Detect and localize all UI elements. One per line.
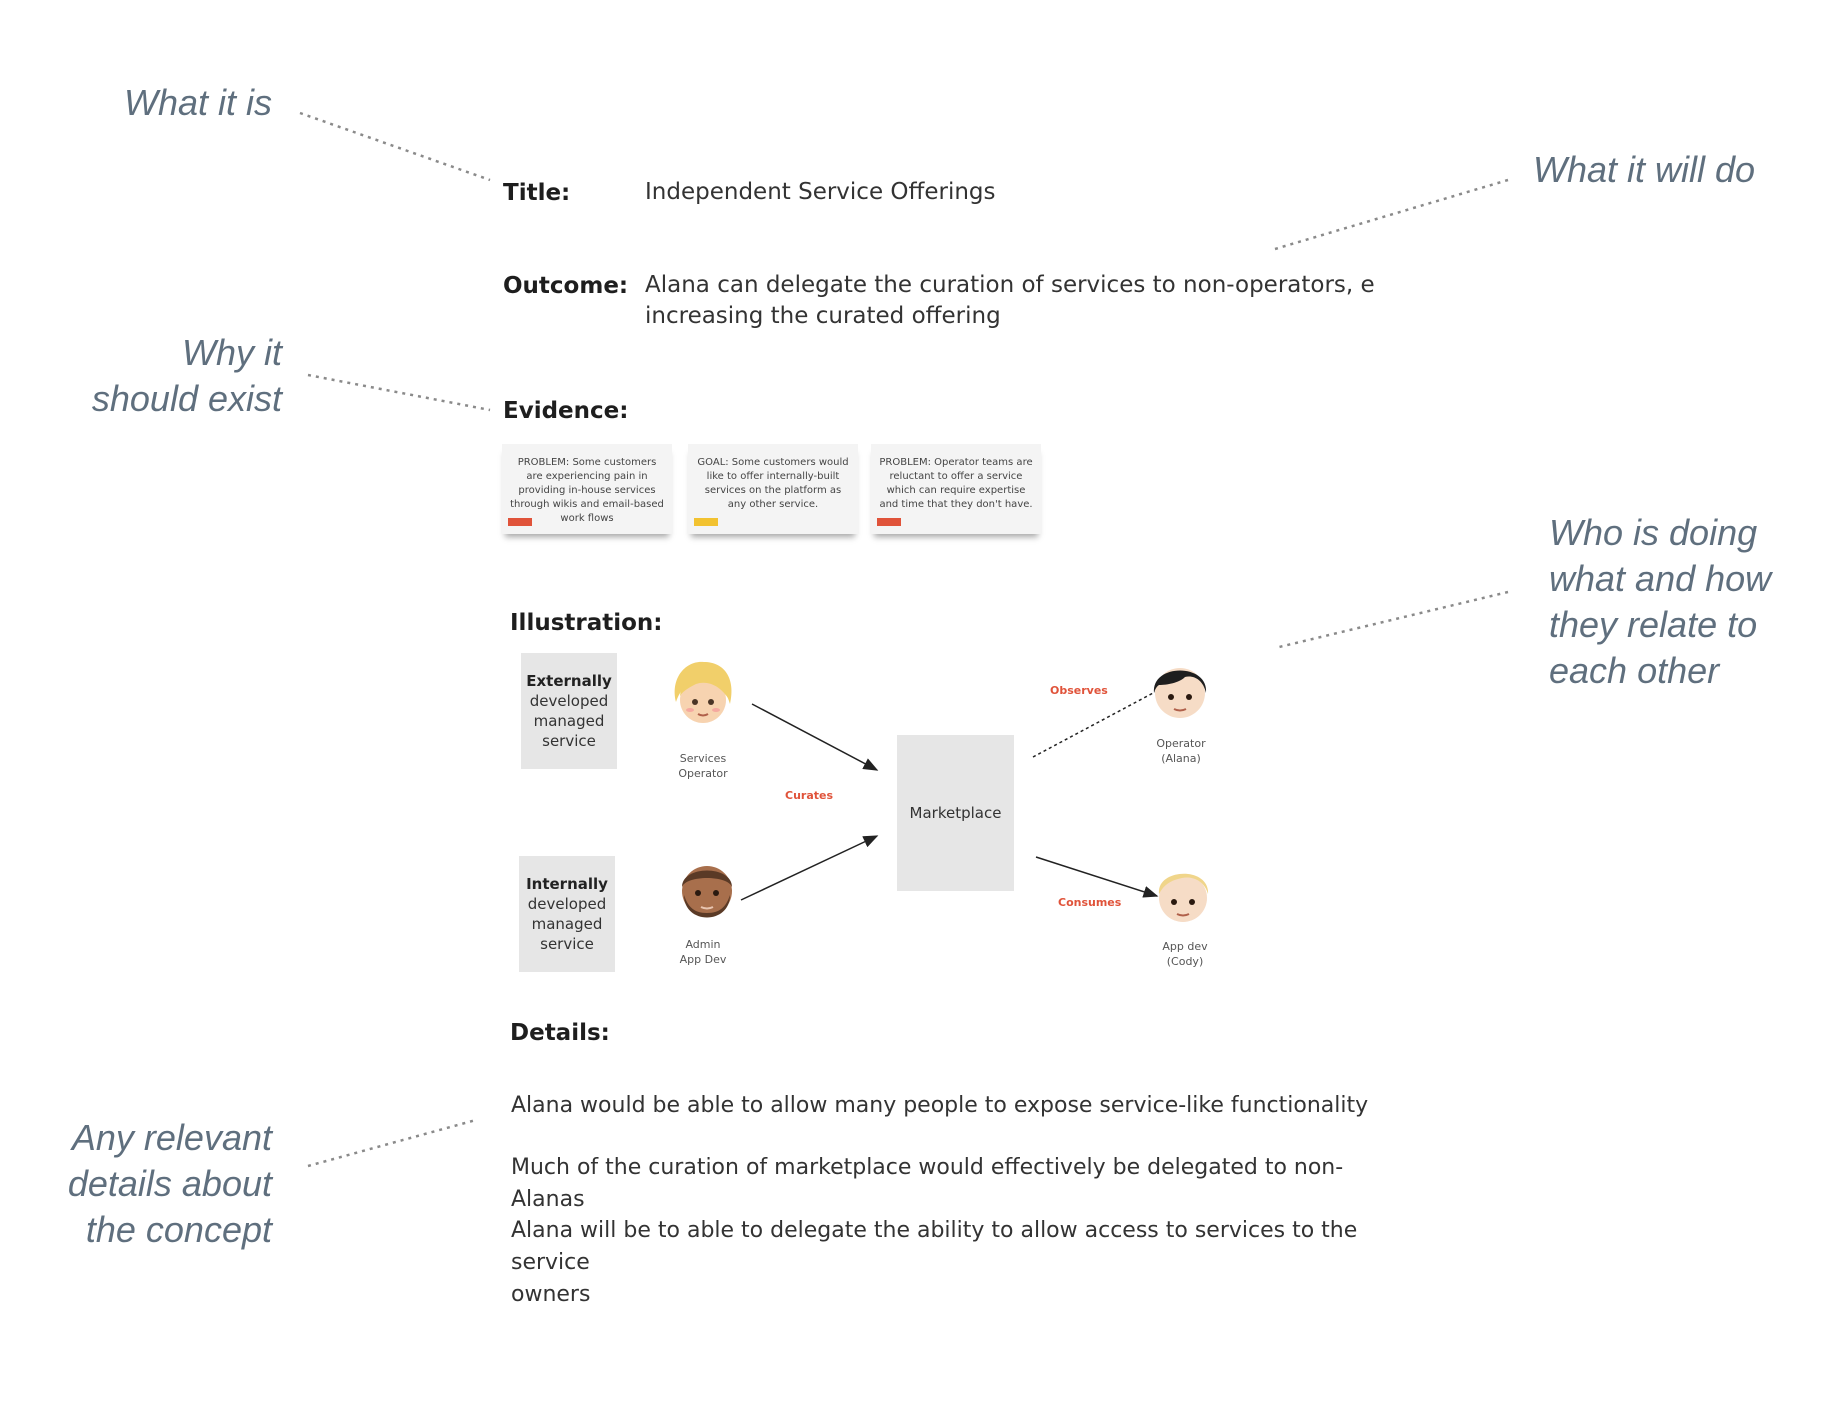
annotation-details-line-2: details about xyxy=(67,1163,272,1204)
arrow-admin-to-marketplace xyxy=(740,835,879,901)
relation-consumes: Consumes xyxy=(1058,896,1122,909)
connector-why-it-should-exist xyxy=(307,373,491,412)
evidence-sticky-text: PROBLEM: Some customers are experiencing… xyxy=(510,457,664,524)
outcome-label: Outcome: xyxy=(503,273,629,299)
details-item-3-line-2: owners xyxy=(511,1282,591,1307)
admin-app-dev-label: Admin App Dev xyxy=(653,937,753,967)
evidence-sticky-text: GOAL: Some customers would like to offer… xyxy=(697,457,849,510)
annotation-why-line-2: should exist xyxy=(91,378,282,419)
operator-alana-label: Operator (Alana) xyxy=(1131,736,1231,766)
internal-box-bold: Internally xyxy=(526,875,608,893)
operator-alana-line-1: Operator xyxy=(1156,737,1206,750)
marketplace-label: Marketplace xyxy=(909,804,1002,822)
connector-what-it-will-do xyxy=(1274,178,1509,251)
annotation-details-line-1: Any relevant xyxy=(71,1117,272,1158)
details-label: Details: xyxy=(510,1020,610,1046)
relation-curates: Curates xyxy=(785,789,834,802)
services-operator-label: Services Operator xyxy=(653,751,753,781)
services-operator-line-2: Operator xyxy=(678,767,728,780)
external-box-rest: developed managed service xyxy=(529,692,609,750)
details-item-3: Alana will be to able to delegate the ab… xyxy=(511,1215,1411,1311)
admin-app-dev-line-2: App Dev xyxy=(679,953,727,966)
evidence-tag-red xyxy=(508,518,532,526)
annotation-who-line-1: Who is doing xyxy=(1549,512,1758,553)
connector-details xyxy=(307,1118,477,1168)
annotation-who-line-3: they relate to xyxy=(1549,604,1758,645)
app-dev-cody-line-2: (Cody) xyxy=(1166,955,1204,968)
annotation-why-it-should-exist: Why it should exist xyxy=(92,330,282,422)
operator-alana-avatar-icon xyxy=(1153,668,1207,718)
annotation-who-line-4: each other xyxy=(1549,650,1720,691)
title-value: Independent Service Offerings xyxy=(645,179,996,205)
annotation-who-line-2: what and how xyxy=(1549,558,1772,599)
services-operator-avatar-icon xyxy=(674,661,732,723)
evidence-sticky-1: PROBLEM: Some customers are experiencing… xyxy=(502,444,672,534)
operator-alana-line-2: (Alana) xyxy=(1161,752,1201,765)
annotation-details-line-3: the concept xyxy=(85,1209,272,1250)
marketplace-box: Marketplace xyxy=(897,735,1014,891)
external-box-bold: Externally xyxy=(526,672,612,690)
evidence-sticky-3: PROBLEM: Operator teams are reluctant to… xyxy=(871,444,1041,534)
evidence-label: Evidence: xyxy=(503,398,629,424)
annotation-who-is-doing: Who is doing what and how they relate to… xyxy=(1549,510,1771,694)
arrow-services-operator-to-marketplace xyxy=(751,703,879,771)
annotation-what-it-will-do: What it will do xyxy=(1533,147,1755,193)
title-label: Title: xyxy=(503,180,571,206)
app-dev-cody-avatar-icon xyxy=(1158,873,1209,922)
services-operator-line-1: Services xyxy=(679,752,727,765)
annotation-relevant-details: Any relevant details about the concept xyxy=(68,1115,272,1253)
internally-developed-service-box: Internally developed managed service xyxy=(519,856,615,972)
admin-app-dev-line-1: Admin xyxy=(685,938,721,951)
app-dev-cody-line-1: App dev xyxy=(1162,940,1208,953)
illustration-label: Illustration: xyxy=(510,610,663,636)
details-item-3-line-1: Alana will be to able to delegate the ab… xyxy=(511,1218,1358,1275)
admin-app-dev-avatar-icon xyxy=(682,866,732,918)
arrow-marketplace-to-app-dev xyxy=(1035,856,1159,898)
outcome-line-2: increasing the curated offering xyxy=(645,303,1001,329)
details-item-1: Alana would be able to allow many people… xyxy=(511,1093,1369,1118)
outcome-line-1: Alana can delegate the curation of servi… xyxy=(645,272,1375,298)
annotation-why-line-1: Why it xyxy=(181,332,282,373)
externally-developed-service-box: Externally developed managed service xyxy=(521,653,617,769)
evidence-sticky-2: GOAL: Some customers would like to offer… xyxy=(688,444,858,534)
outcome-value: Alana can delegate the curation of servi… xyxy=(645,270,1375,332)
evidence-tag-yellow xyxy=(694,518,718,526)
evidence-sticky-text: PROBLEM: Operator teams are reluctant to… xyxy=(879,457,1033,510)
annotation-what-it-will-do-text: What it will do xyxy=(1533,149,1756,190)
internal-box-rest: developed managed service xyxy=(527,895,607,953)
connector-what-it-is xyxy=(299,111,491,182)
app-dev-cody-label: App dev (Cody) xyxy=(1135,939,1235,969)
annotation-what-it-is: What it is xyxy=(124,80,272,126)
annotation-what-it-is-text: What it is xyxy=(123,82,272,123)
relation-observes: Observes xyxy=(1050,684,1108,697)
evidence-tag-red xyxy=(877,518,901,526)
connector-who-is-doing xyxy=(1274,590,1509,650)
details-item-2: Much of the curation of marketplace woul… xyxy=(511,1155,1344,1212)
